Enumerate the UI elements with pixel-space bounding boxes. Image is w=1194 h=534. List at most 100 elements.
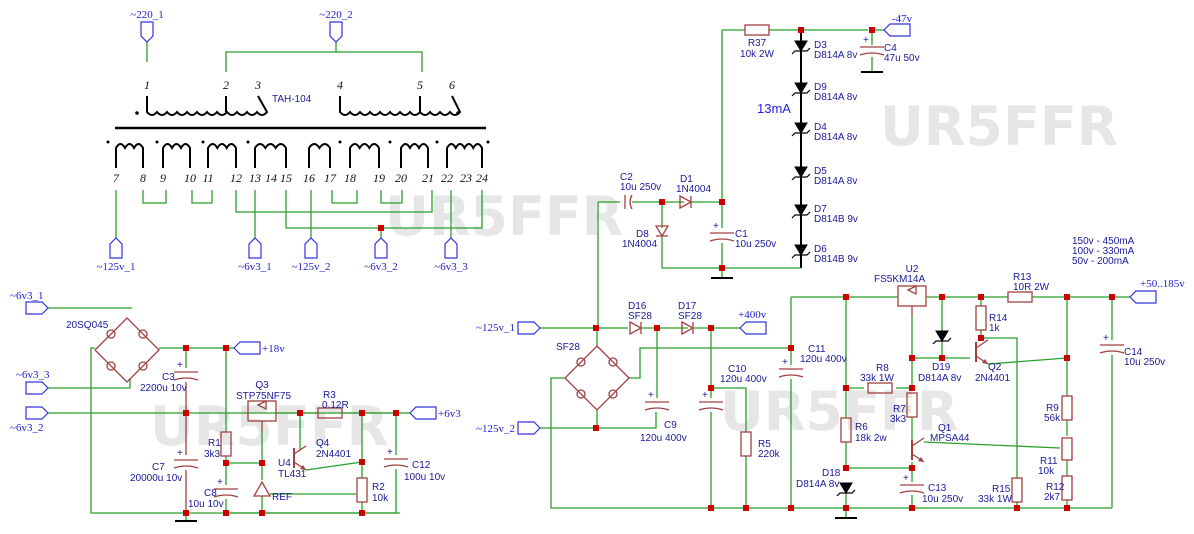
wire-gnd-bus	[550, 377, 1112, 509]
capacitor-c14-plate	[1099, 350, 1125, 354]
junction-dot	[1064, 355, 1070, 361]
c11-ref: C11	[808, 344, 826, 355]
resistor-r2	[356, 477, 368, 503]
secondary-pin-number: 24	[476, 171, 488, 185]
u4-val: TL431	[278, 469, 307, 480]
c12-ref: C12	[412, 460, 431, 471]
w	[226, 469, 397, 514]
primary-pin-number: 6	[449, 78, 455, 92]
plus-icon: +	[1103, 333, 1109, 344]
diode-d8-icon	[654, 225, 670, 238]
diode-bar	[791, 251, 811, 259]
wire-17-18	[331, 190, 358, 204]
junction-dot	[788, 345, 794, 351]
q4-val: 2N4401	[316, 449, 351, 460]
mosfet-u2-diode-icon	[906, 284, 917, 296]
junction-dot	[259, 510, 265, 516]
d6-val: D814B 9v	[814, 254, 858, 265]
capacitor-c13-plate	[899, 490, 925, 494]
junction-dot	[909, 505, 915, 511]
d7-val: D814B 9v	[814, 214, 858, 225]
c11-val: 120u 400v	[800, 354, 847, 365]
primary-pin-number: 1	[144, 78, 150, 92]
capacitor-c9-plate	[644, 407, 670, 411]
r6-val: 18k 2w	[855, 433, 887, 444]
transistor-q1-arrow-icon	[918, 457, 924, 462]
primary-pin-number: 3	[254, 78, 261, 92]
c10-ref: C10	[728, 364, 747, 375]
junction-dot	[223, 510, 229, 516]
q2-ref: Q2	[988, 362, 1002, 373]
capacitor-c8-plate	[213, 494, 239, 498]
port-18v-port	[233, 341, 261, 355]
port-6v3-2-label: ~6v3_2	[10, 422, 43, 434]
junction-dot	[869, 27, 875, 33]
c7-ref: C7	[152, 462, 165, 473]
plus-icon: +	[387, 447, 393, 458]
bridge-rectifier-20sq045	[94, 317, 160, 383]
r8-ref: R8	[876, 363, 889, 374]
shunt-regulator-u4-icon	[252, 480, 272, 497]
diode-bar	[791, 47, 811, 55]
c1-ref: C1	[735, 229, 748, 240]
resistor-r3	[317, 407, 343, 419]
junction-dot	[843, 505, 849, 511]
resistor-r1	[220, 431, 232, 457]
port-6v3-port	[409, 406, 437, 420]
junction-dot	[909, 355, 915, 361]
junction-dot	[719, 199, 725, 205]
r37-ref: R37	[748, 38, 767, 49]
transformer-secondary-coil	[115, 143, 144, 168]
junction-dot	[708, 385, 714, 391]
dot-marker	[201, 140, 205, 144]
load-spec-line: 150v - 450mA	[1072, 236, 1135, 247]
junction-dot	[393, 410, 399, 416]
secondary-pin-number: 17	[324, 171, 337, 185]
junction-dot	[297, 410, 303, 416]
q1-val: MPSA44	[930, 433, 970, 444]
capacitor-c10-plate	[698, 407, 724, 411]
transistor-q1-collector	[911, 437, 925, 447]
bridge-diode-icon	[608, 389, 618, 399]
secondary-pin-number: 15	[280, 171, 292, 185]
r37-val: 10k 2W	[740, 49, 774, 60]
r3-ref: R3	[323, 390, 336, 401]
port-minus-47v-label: -47v	[892, 13, 913, 25]
d9-ref: D9	[814, 82, 827, 93]
junction-dot	[708, 505, 714, 511]
w	[711, 387, 747, 432]
plus-icon: +	[217, 477, 223, 488]
diode-d17-icon	[681, 320, 695, 336]
port-220-1-port	[140, 21, 154, 43]
resistor-r7	[906, 392, 918, 418]
q3-ref: Q3	[255, 380, 269, 391]
junction-dot	[843, 385, 849, 391]
c8-ref: C8	[204, 488, 217, 499]
d19-ref: D19	[932, 362, 951, 373]
load-spec-line: 50v - 200mA	[1072, 256, 1129, 267]
junction-dot	[378, 225, 384, 231]
c9-val: 120u 400v	[640, 433, 687, 444]
junction-dot	[843, 294, 849, 300]
junction-dot	[659, 199, 665, 205]
wire-6v3-3	[48, 378, 131, 389]
port-125v-1-top-port	[109, 237, 123, 259]
bridge-rectifier-sf28	[564, 345, 630, 411]
watermark-text: UR5FFR	[385, 185, 623, 248]
q1-ref: Q1	[938, 423, 952, 434]
u2-val: FS5KM14A	[874, 274, 925, 285]
r14-val: 1k	[989, 323, 1001, 334]
zener-diode-d9-icon	[794, 82, 808, 94]
capacitor-c4-plate	[859, 52, 885, 56]
port-6v3-3-top-label: ~6v3_3	[434, 261, 468, 273]
c10-val: 120u 400v	[720, 374, 767, 385]
plus-icon: +	[782, 357, 788, 368]
u4-ref-pin: REF	[272, 492, 292, 503]
d3-val: D814A 8v	[814, 50, 857, 61]
dot-marker	[106, 140, 110, 144]
transistor-q2-arrow-icon	[982, 359, 988, 364]
junction-dot	[183, 510, 189, 516]
junction-dot	[183, 345, 189, 351]
dot-marker	[155, 140, 159, 144]
port-minus-47v-port	[883, 23, 911, 37]
